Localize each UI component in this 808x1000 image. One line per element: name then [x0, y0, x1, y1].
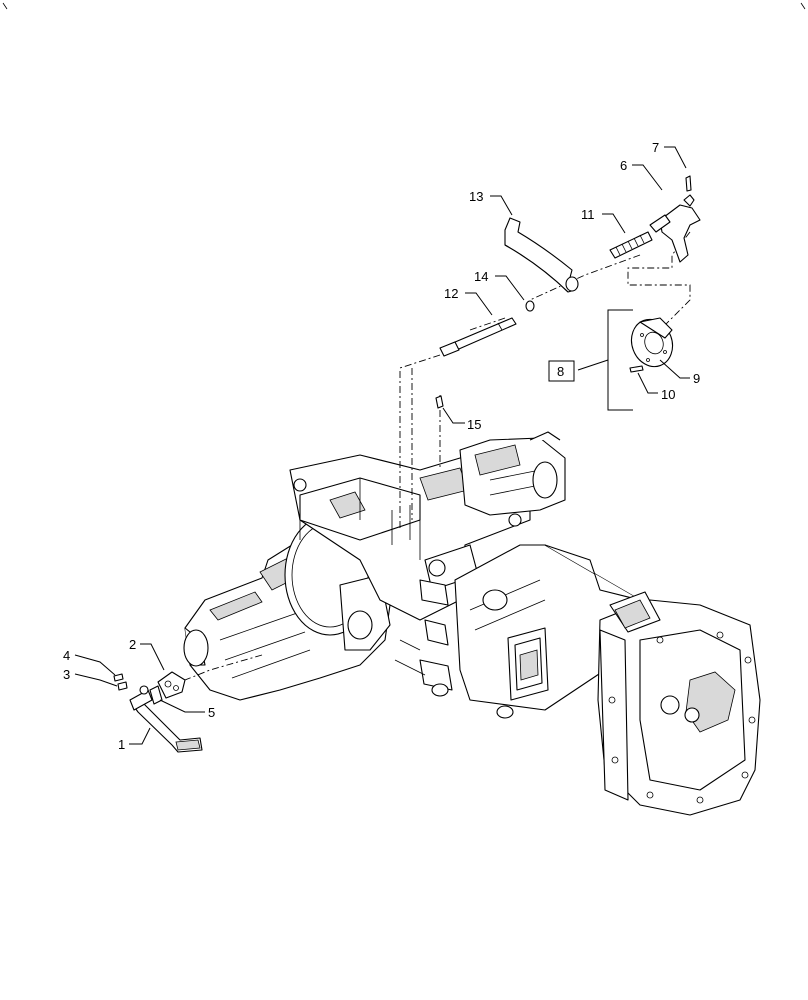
part-14-ring	[525, 300, 535, 312]
svg-text:9: 9	[693, 371, 700, 386]
svg-text:15: 15	[467, 417, 481, 432]
part-9-flange	[630, 317, 674, 368]
part-1-pedal	[129, 689, 203, 753]
callout-11: 11	[581, 207, 626, 234]
part-2-bracket	[157, 671, 186, 699]
svg-text:2: 2	[129, 637, 136, 652]
part-11-spring	[609, 231, 653, 259]
svg-text:14: 14	[474, 269, 488, 284]
part-7-pin	[685, 175, 692, 192]
callout-15: 15	[442, 407, 481, 432]
svg-text:6: 6	[620, 158, 627, 173]
callout-6: 6	[620, 158, 663, 191]
part-4-washer	[113, 673, 124, 682]
svg-text:7: 7	[652, 140, 659, 155]
svg-text:12: 12	[444, 286, 458, 301]
callout-14: 14	[474, 269, 525, 301]
part-15-pin	[435, 395, 444, 409]
svg-text:10: 10	[661, 387, 675, 402]
part-12-shaft	[439, 317, 517, 357]
callout-1: 1	[118, 727, 151, 752]
svg-text:13: 13	[469, 189, 483, 204]
part-13-guide-plate	[504, 217, 579, 293]
part-3-nut	[117, 681, 128, 691]
transmission-housing	[183, 431, 761, 816]
callout-3: 3	[63, 667, 118, 687]
callout-13: 13	[469, 189, 513, 216]
part-6-shift-fork	[649, 194, 701, 263]
part-5-bolt	[139, 685, 163, 705]
part-10-bolt	[629, 365, 644, 373]
callout-12: 12	[444, 286, 493, 316]
svg-text:3: 3	[63, 667, 70, 682]
svg-text:5: 5	[208, 705, 215, 720]
callout-4: 4	[63, 648, 116, 676]
svg-text:8: 8	[557, 364, 564, 379]
svg-text:1: 1	[118, 737, 125, 752]
corner-mark-left	[2, 2, 8, 10]
callout-2: 2	[129, 637, 165, 671]
callout-9: 9	[659, 359, 700, 386]
callout-8: 8	[548, 360, 575, 382]
corner-mark-right	[800, 2, 806, 10]
callout-10: 10	[637, 372, 675, 402]
callout-5: 5	[159, 699, 215, 720]
svg-text:11: 11	[581, 207, 595, 222]
svg-text:4: 4	[63, 648, 70, 663]
part-8-kit-bracket	[577, 309, 633, 411]
callout-7: 7	[652, 140, 687, 169]
